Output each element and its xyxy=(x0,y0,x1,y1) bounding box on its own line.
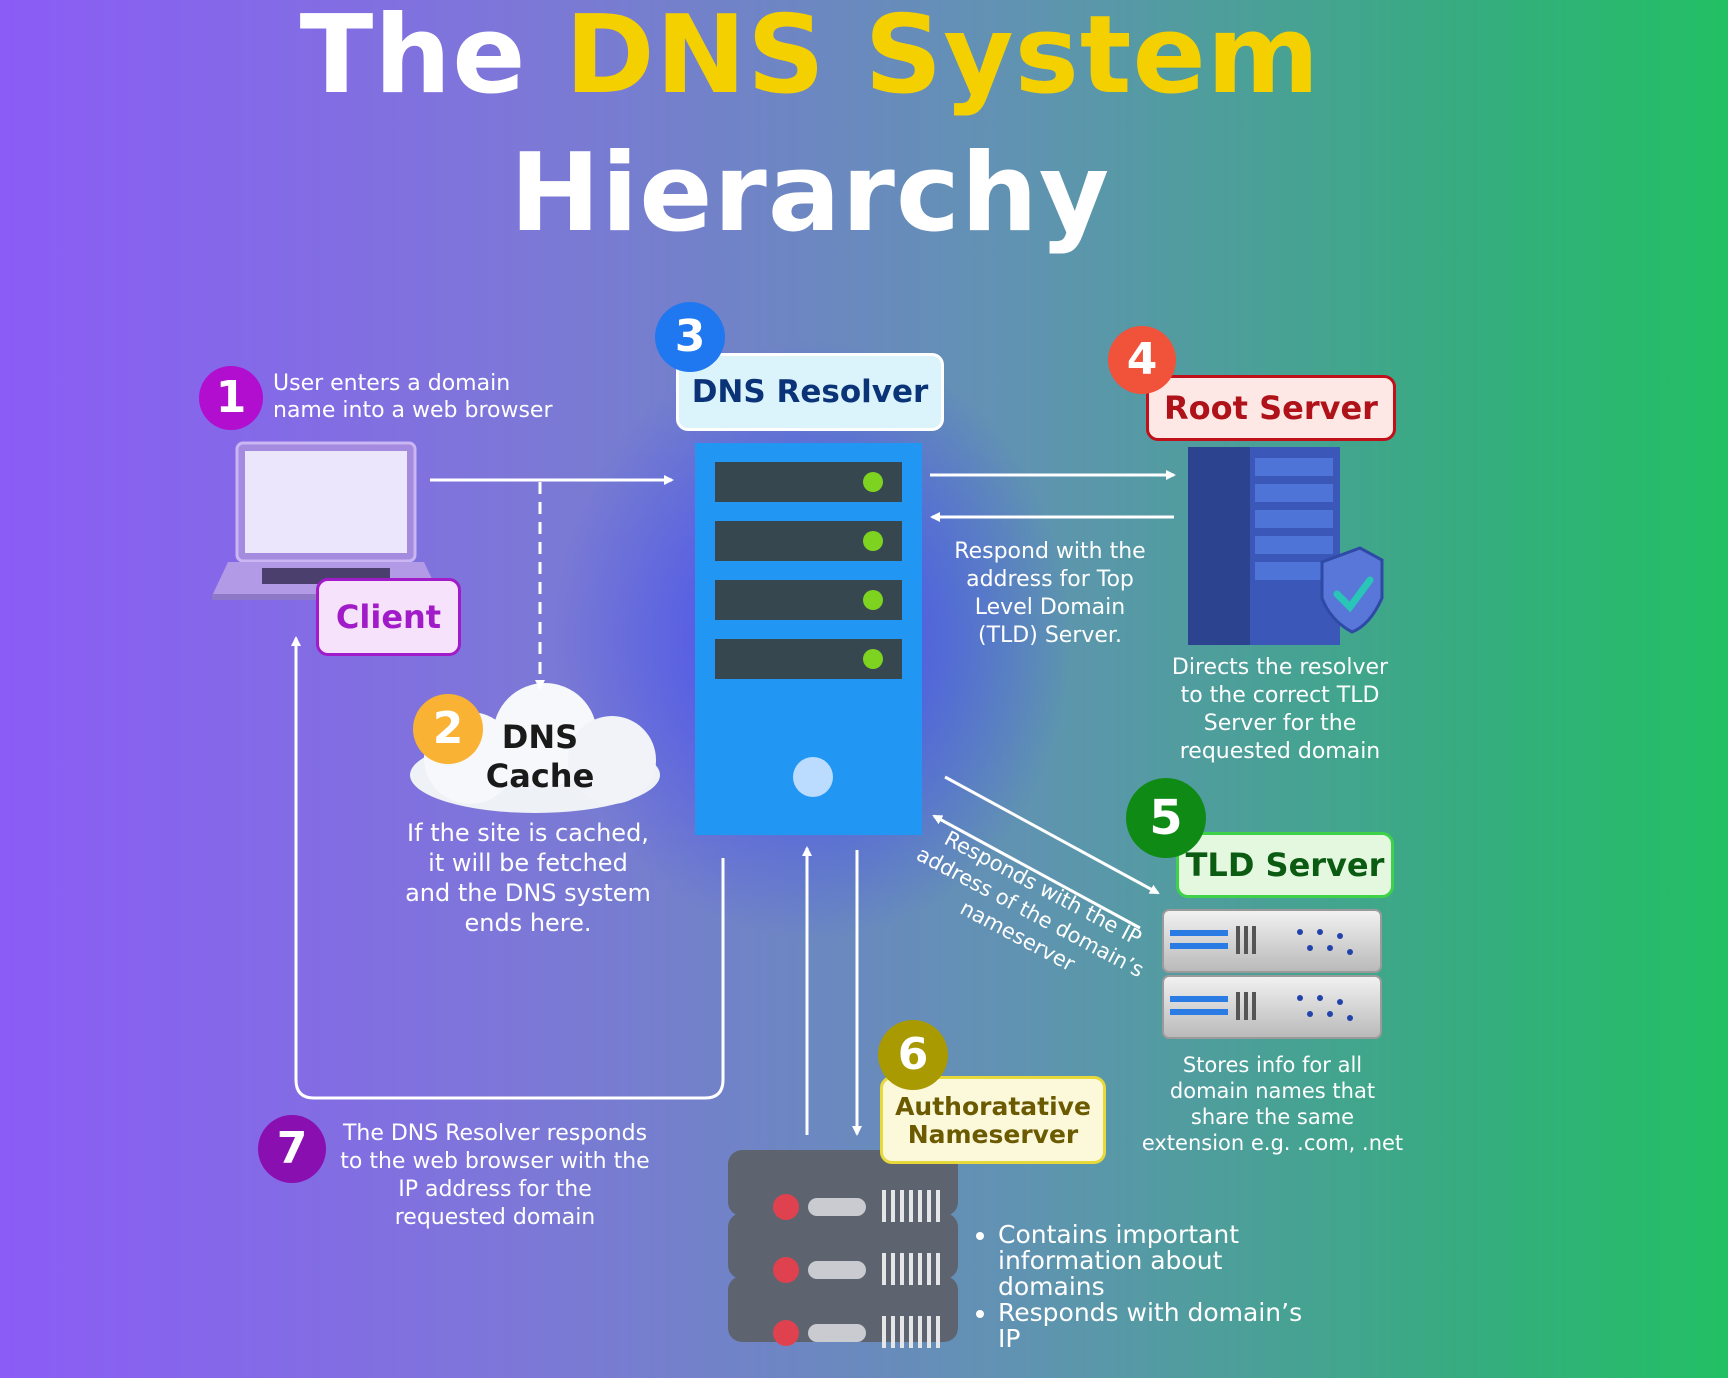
step-2-desc-line-2: it will be fetched xyxy=(428,849,628,877)
step-3-number: 3 xyxy=(674,311,706,362)
laptop-icon xyxy=(212,441,440,600)
step-2-desc-line-3: and the DNS system xyxy=(405,879,651,907)
step-2-number: 2 xyxy=(432,703,464,754)
step-5-desc-line-2: domain names that xyxy=(1169,1079,1376,1103)
step-7-desc-line-4: requested domain xyxy=(394,1205,596,1230)
step-4-desc-line-3: Server for the xyxy=(1203,711,1357,736)
client-label: Client xyxy=(316,578,461,656)
step-4-desc-line-4: requested domain xyxy=(1179,739,1381,764)
step-1-desc-line-2: name into a web browser xyxy=(273,398,553,423)
step-6-bullet-2: Responds with domain’s IP xyxy=(998,1300,1328,1352)
step-7-desc-line-3: IP address for the xyxy=(398,1177,592,1202)
step-4-description: Directs the resolver to the correct TLD … xyxy=(1150,654,1410,766)
step-5-number: 5 xyxy=(1149,790,1183,846)
step-1-desc-line-1: User enters a domain xyxy=(273,371,511,396)
step-5-description: Stores info for all domain names that sh… xyxy=(1130,1052,1415,1156)
step-4-badge: 4 xyxy=(1108,326,1176,394)
step-4-desc-line-1: Directs the resolver xyxy=(1171,655,1389,680)
step-5-desc-line-1: Stores info for all xyxy=(1182,1053,1363,1077)
step-6-bullets: Contains important information about dom… xyxy=(972,1222,1328,1352)
step-7-badge: 7 xyxy=(258,1115,326,1183)
step-6-badge: 6 xyxy=(878,1020,948,1090)
title-highlight: DNS System xyxy=(565,0,1321,118)
arrow-resolver-to-client xyxy=(291,636,725,1100)
dns-cache-label-line-1: DNS xyxy=(501,718,579,756)
step-1-description: User enters a domain name into a web bro… xyxy=(273,370,613,424)
root-server-icon xyxy=(1188,447,1384,645)
authoritative-label-line-1: Authoratative xyxy=(895,1092,1091,1121)
step-2-desc-line-4: ends here. xyxy=(464,909,592,937)
root-response-note: Respond with the address for Top Level D… xyxy=(940,538,1160,650)
root-note-line-4: (TLD) Server. xyxy=(978,623,1122,648)
step-5-badge: 5 xyxy=(1126,778,1206,858)
step-2-badge: 2 xyxy=(413,694,483,764)
step-1-number: 1 xyxy=(215,372,247,423)
root-note-line-1: Respond with the xyxy=(954,539,1146,564)
step-7-desc-line-1: The DNS Resolver responds xyxy=(342,1121,648,1146)
arrow-resolver-to-tld xyxy=(944,775,1160,895)
step-5-desc-line-3: share the same xyxy=(1190,1105,1355,1129)
step-7-description: The DNS Resolver responds to the web bro… xyxy=(330,1120,660,1232)
step-5-desc-line-4: extension e.g. .com, .net xyxy=(1141,1131,1404,1155)
step-4-number: 4 xyxy=(1126,334,1158,385)
tld-server-icon xyxy=(1162,909,1382,1039)
root-server-label: Root Server xyxy=(1146,375,1396,441)
step-6-number: 6 xyxy=(897,1029,929,1080)
title-part-1: The xyxy=(299,0,566,118)
cloud-icon xyxy=(410,683,660,813)
dns-resolver-label: DNS Resolver xyxy=(676,353,944,431)
dns-cache-label: DNS Cache xyxy=(470,718,610,796)
dns-cache-label-line-2: Cache xyxy=(485,757,595,795)
step-3-badge: 3 xyxy=(655,302,725,372)
tld-server-label: TLD Server xyxy=(1176,832,1394,898)
step-2-desc-line-1: If the site is cached, xyxy=(407,819,649,847)
dns-resolver-server-icon xyxy=(695,443,922,835)
authoritative-label-line-2: Nameserver xyxy=(907,1120,1079,1149)
arrow-tld-to-resolver xyxy=(932,814,1141,930)
step-4-desc-line-2: to the correct TLD xyxy=(1180,683,1380,708)
root-note-line-3: Level Domain xyxy=(974,595,1126,620)
authoritative-nameserver-label: Authoratative Nameserver xyxy=(880,1076,1106,1164)
step-2-description: If the site is cached, it will be fetche… xyxy=(378,818,678,938)
step-7-number: 7 xyxy=(276,1123,308,1174)
step-6-bullet-1: Contains important information about dom… xyxy=(998,1222,1328,1300)
page-title-line-1: The DNS System xyxy=(0,2,1620,110)
authoritative-server-icon xyxy=(728,1150,958,1348)
page-title-line-2: Hierarchy xyxy=(509,131,1111,256)
step-7-desc-line-2: to the web browser with the xyxy=(340,1149,650,1174)
step-1-badge: 1 xyxy=(199,366,263,430)
root-note-line-2: address for Top xyxy=(966,567,1134,592)
